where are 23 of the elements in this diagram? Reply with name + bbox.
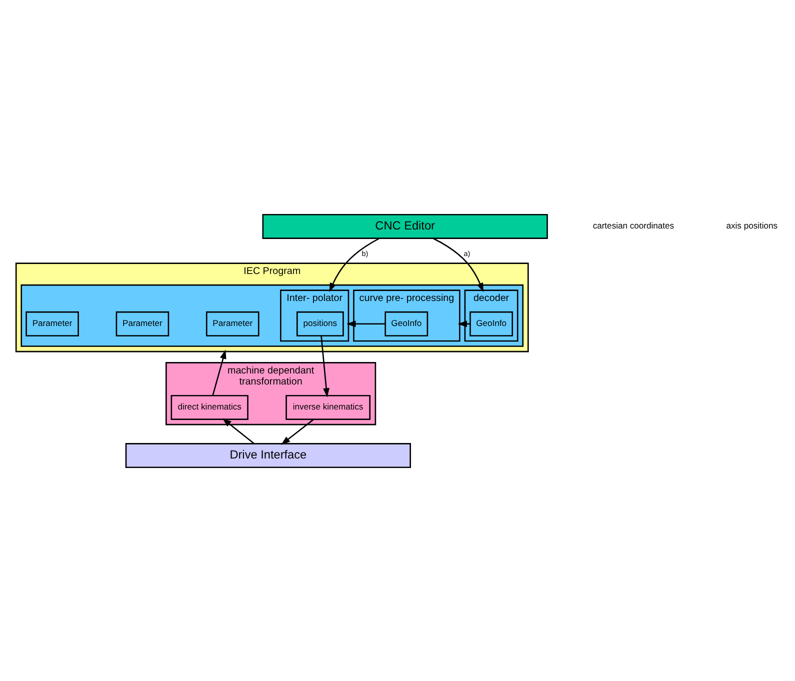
- node-box: Parameter: [206, 310, 260, 336]
- edge-label: a): [464, 248, 470, 258]
- node-box: Drive Interface: [125, 442, 411, 468]
- node-box: positions: [296, 310, 344, 336]
- arrow: [320, 335, 330, 397]
- arrow: [329, 237, 380, 292]
- label: axis positions: [726, 220, 778, 230]
- cluster: [20, 284, 524, 346]
- node-box: Parameter: [116, 310, 170, 336]
- arrow: [458, 320, 470, 327]
- node-box: direct kinematics: [170, 394, 248, 420]
- edge-label: b): [362, 248, 368, 258]
- arrow: [222, 418, 255, 444]
- arrow: [280, 418, 314, 444]
- arrow: [432, 237, 484, 292]
- node-box: GeoInfo: [470, 310, 513, 336]
- arrow: [346, 320, 386, 327]
- node-box: Parameter: [26, 310, 79, 336]
- node-box: CNC Editor: [262, 213, 548, 238]
- arrow: [212, 349, 226, 396]
- node-box: inverse kinematics: [286, 394, 371, 420]
- node-box: GeoInfo: [384, 310, 428, 336]
- label: cartesian coordinates: [592, 220, 674, 230]
